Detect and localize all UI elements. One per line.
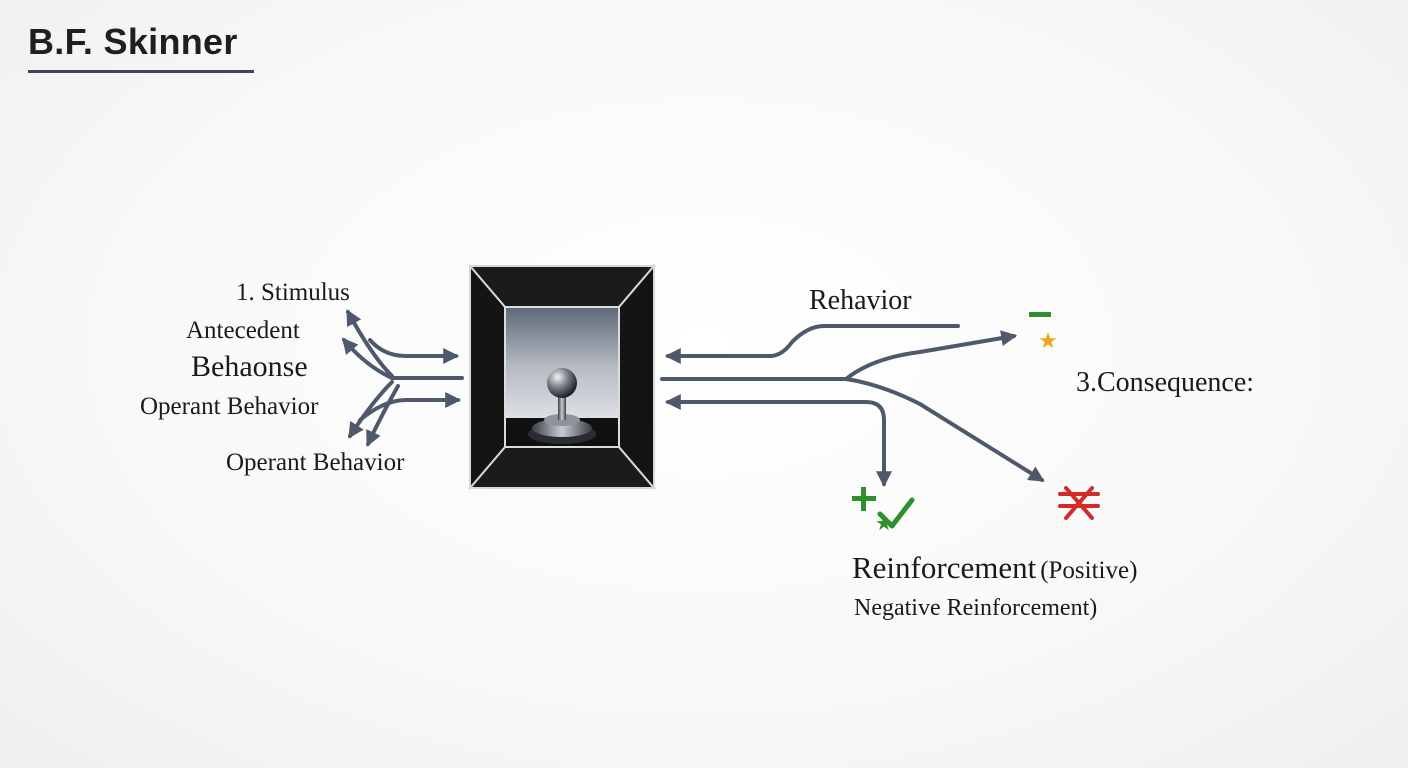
arrow-to-operant-2 bbox=[366, 384, 400, 447]
arrow-into-box-upper bbox=[368, 338, 460, 364]
label-reinforcement: Reinforcement bbox=[852, 550, 1037, 585]
check-icon bbox=[877, 497, 915, 529]
skinner-box-icon bbox=[467, 263, 657, 491]
cross-bar-icon bbox=[1058, 486, 1100, 520]
label-antecedent: Antecedent bbox=[186, 317, 300, 344]
arrow-to-antecedent bbox=[341, 337, 394, 380]
arrow-back-upper bbox=[664, 324, 960, 364]
arrow-to-stimulus bbox=[346, 309, 394, 378]
joystick-lever-icon bbox=[528, 368, 596, 444]
arrow-to-star bbox=[844, 330, 1018, 381]
plus-icon bbox=[852, 487, 876, 511]
right-arrows bbox=[660, 324, 1045, 488]
label-behaonse: Behaonse bbox=[191, 350, 308, 383]
arrow-to-cross bbox=[844, 377, 1045, 482]
label-consequence: 3.Consequence: bbox=[1076, 367, 1255, 398]
label-operant-behavior-1: Operant Behavior bbox=[140, 393, 319, 420]
arrow-to-operant-1 bbox=[348, 380, 394, 439]
minus-icon bbox=[1029, 312, 1051, 317]
label-reinforcement-row: Reinforcement (Positive) bbox=[852, 552, 1137, 583]
label-positive: (Positive) bbox=[1040, 557, 1138, 584]
label-rehavior: Rehavior bbox=[809, 285, 912, 316]
label-operant-behavior-2: Operant Behavior bbox=[226, 449, 405, 476]
label-stimulus: 1. Stimulus bbox=[236, 279, 350, 306]
page-title: B.F. Skinner bbox=[28, 21, 238, 62]
label-negative-reinforcement: Negative Reinforcement) bbox=[854, 595, 1098, 621]
left-arrows bbox=[341, 309, 464, 447]
star-icon: ★ bbox=[1038, 329, 1058, 354]
title-underline bbox=[28, 70, 254, 73]
arrow-to-reinforcement bbox=[830, 400, 892, 488]
